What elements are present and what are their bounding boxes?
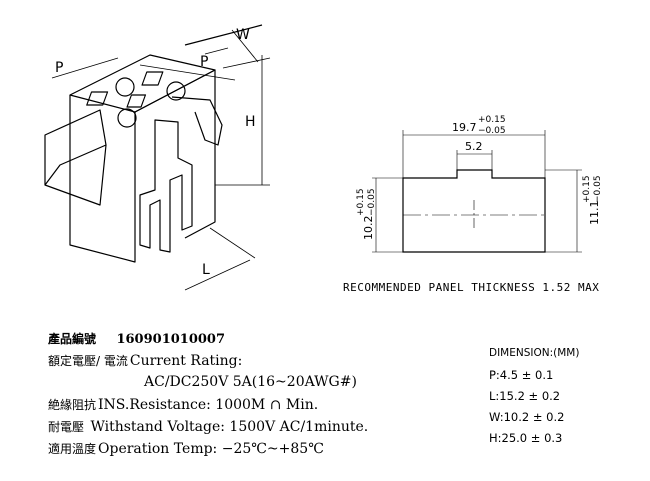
- withstand-row: 耐電壓 Withstand Voltage: 1500V AC/1minute.: [48, 418, 368, 435]
- current-rating-value: AC/DC250V 5A(16~20AWG#): [144, 374, 357, 390]
- panel-thickness-note: RECOMMENDED PANEL THICKNESS 1.52 MAX: [343, 281, 600, 294]
- dim-h-label: H: [245, 114, 256, 130]
- part-number-label: 產品編號: [48, 332, 97, 346]
- panel-right-tol-plus: +0.15: [582, 175, 592, 203]
- cavity-5: [126, 94, 147, 108]
- temperature-label: 適用溫度: [48, 442, 97, 456]
- dim-p-label-right: P: [200, 54, 208, 70]
- withstand-label: 耐電壓: [48, 420, 85, 434]
- connector-front-face: [69, 95, 136, 263]
- cavity-3: [141, 71, 164, 86]
- dimension-l: L:15.2 ± 0.2: [489, 389, 561, 403]
- dim-p-label-left: P: [55, 60, 63, 76]
- panel-left-tol-minus: −0.05: [367, 188, 377, 216]
- panel-width-tol-minus: −0.05: [478, 126, 506, 136]
- panel-right-height: 11.1: [588, 201, 601, 226]
- cavity-4: [166, 81, 186, 101]
- panel-cutout-view: [372, 130, 582, 253]
- panel-cutout-outline: [402, 169, 546, 253]
- current-rating-label: 額定電壓/ 電流: [48, 354, 128, 368]
- panel-left-height: 10.2: [362, 216, 375, 241]
- part-number-row: 產品編號 160901010007: [48, 330, 225, 347]
- connector-rib: [139, 119, 193, 253]
- panel-left-tol-plus: +0.15: [356, 188, 366, 216]
- panel-width-tol-plus: +0.15: [478, 115, 506, 125]
- insulation-label: 絶緣阻抗: [48, 398, 97, 412]
- cavity-1: [86, 91, 109, 106]
- withstand-text: Withstand Voltage: 1500V AC/1minute.: [90, 419, 369, 435]
- connector-side-face: [134, 69, 216, 239]
- temperature-text: Operation Temp: −25℃~+85℃: [98, 441, 324, 457]
- panel-notch-value: 5.2: [465, 140, 483, 153]
- current-rating-text: Current Rating:: [129, 353, 243, 369]
- insulation-unit: ∩ Min.: [269, 397, 319, 413]
- dimension-title: DIMENSION:(MM): [489, 347, 580, 359]
- dimension-p: P:4.5 ± 0.1: [489, 368, 554, 382]
- dim-w-label: W: [236, 27, 250, 43]
- cavity-2: [115, 77, 135, 97]
- insulation-text: INS.Resistance: 1000M: [98, 397, 266, 413]
- dimension-h: H:25.0 ± 0.3: [489, 431, 563, 445]
- panel-width-value: 19.7: [452, 121, 477, 134]
- connector-isometric-view: [44, 24, 271, 291]
- cavity-6: [117, 108, 137, 128]
- part-number-value: 160901010007: [116, 332, 226, 347]
- panel-right-tol-minus: −0.05: [593, 175, 603, 203]
- dimension-w: W:10.2 ± 0.2: [489, 410, 565, 424]
- dim-l-label: L: [202, 262, 210, 278]
- connector-latch: [44, 109, 107, 206]
